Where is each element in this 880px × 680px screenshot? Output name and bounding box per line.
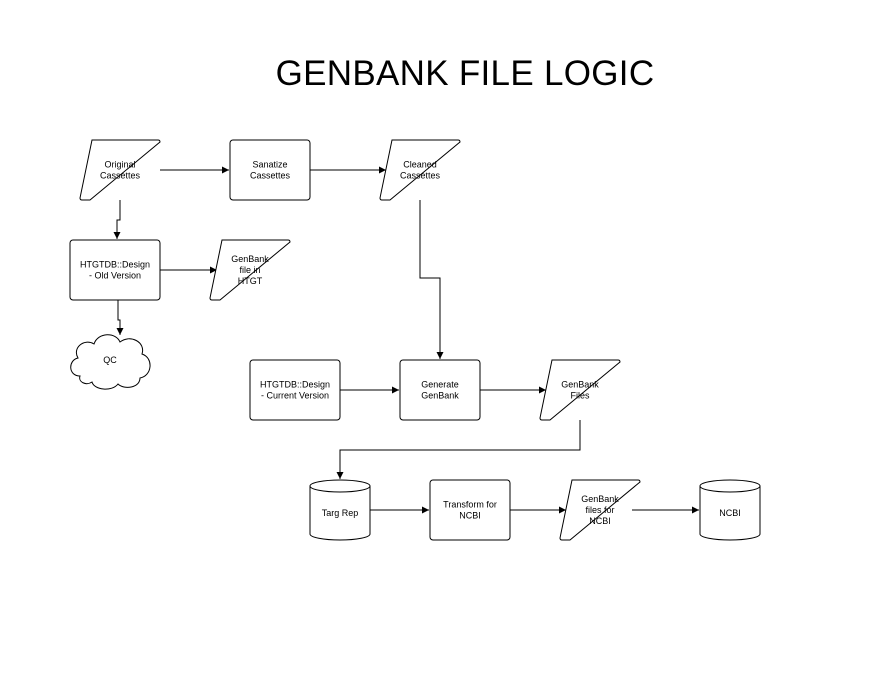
nodes: OriginalCassettesSanatizeCassettesCleane… <box>69 139 761 541</box>
node-label-line: Cassettes <box>250 171 291 181</box>
diagram-title: GENBANK FILE LOGIC <box>275 54 655 93</box>
node-label-line: Transform for <box>443 500 497 510</box>
node-label-line: file in <box>239 265 260 275</box>
arrow-cleaned-cassettes-to-generate-genbank <box>419 200 444 359</box>
node-label-line: NCBI <box>459 511 481 521</box>
node-label-line: - Current Version <box>261 391 329 401</box>
node-label-line: Original <box>104 160 135 170</box>
node-label-line: Sanatize <box>252 160 287 170</box>
node-shape <box>429 479 511 541</box>
node-label-line: NCBI <box>589 516 611 526</box>
node-shape <box>70 334 151 390</box>
node-shape <box>379 139 461 201</box>
arrow-design-old-to-qc <box>116 300 124 335</box>
node-shape <box>69 239 161 301</box>
node-targ-rep[interactable]: Targ Rep <box>309 479 371 541</box>
node-label-line: HTGTDB::Design <box>80 260 150 270</box>
node-label-line: GenBank <box>561 380 599 390</box>
node-label-line: Files <box>570 391 590 401</box>
node-shape <box>699 479 761 541</box>
node-label-line: - Old Version <box>89 271 141 281</box>
node-label-line: HTGTDB::Design <box>260 380 330 390</box>
node-shape <box>249 359 341 421</box>
node-design-old[interactable]: HTGTDB::Design- Old Version <box>69 239 161 301</box>
node-label-line: HTGT <box>238 276 263 286</box>
node-label-line: Cleaned <box>403 160 437 170</box>
node-shape <box>209 239 291 301</box>
node-qc[interactable]: QC <box>70 334 151 390</box>
node-ncbi[interactable]: NCBI <box>699 479 761 541</box>
arrow-original-cassettes-to-design-old <box>113 200 121 239</box>
node-label-line: Cassettes <box>400 171 441 181</box>
node-design-current[interactable]: HTGTDB::Design- Current Version <box>249 359 341 421</box>
node-shape <box>229 139 311 201</box>
node-label-line: QC <box>103 355 117 365</box>
node-label-line: NCBI <box>719 508 741 518</box>
node-shape <box>539 359 621 421</box>
node-label-line: files for <box>585 505 614 515</box>
node-label-line: Generate <box>421 380 459 390</box>
node-shape <box>399 359 481 421</box>
node-shape <box>559 479 641 541</box>
node-shape <box>309 479 371 541</box>
node-shape <box>79 139 161 201</box>
node-label-line: Targ Rep <box>322 508 359 518</box>
node-label-line: GenBank <box>231 254 269 264</box>
node-label-line: GenBank <box>421 391 459 401</box>
node-label-line: Cassettes <box>100 171 141 181</box>
connectors <box>113 166 699 514</box>
arrow-genbank-files-to-targ-rep <box>336 420 581 479</box>
node-label-line: GenBank <box>581 494 619 504</box>
